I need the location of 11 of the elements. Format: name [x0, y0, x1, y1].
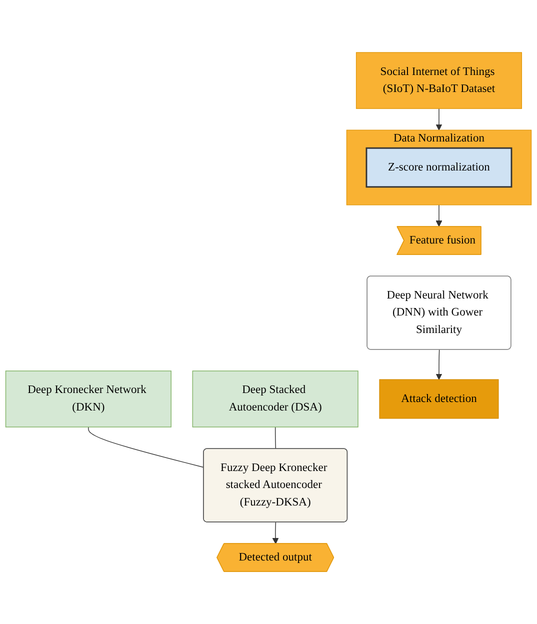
connector	[88, 426, 204, 468]
node-box: Deep Stacked Autoencoder (DSA)	[192, 370, 358, 428]
arrow	[436, 349, 442, 380]
node-box: Deep Kronecker Network (DKN)	[5, 370, 172, 428]
arrow	[272, 522, 279, 544]
connector	[274, 426, 276, 450]
node-box: Social Internet of Things (SIoT) N-BaIoT Dataset	[356, 52, 522, 109]
arrow	[436, 108, 442, 130]
node-box: Z-score normalization	[366, 147, 512, 188]
arrow	[436, 204, 442, 227]
node-box: Attack detection	[379, 379, 499, 419]
